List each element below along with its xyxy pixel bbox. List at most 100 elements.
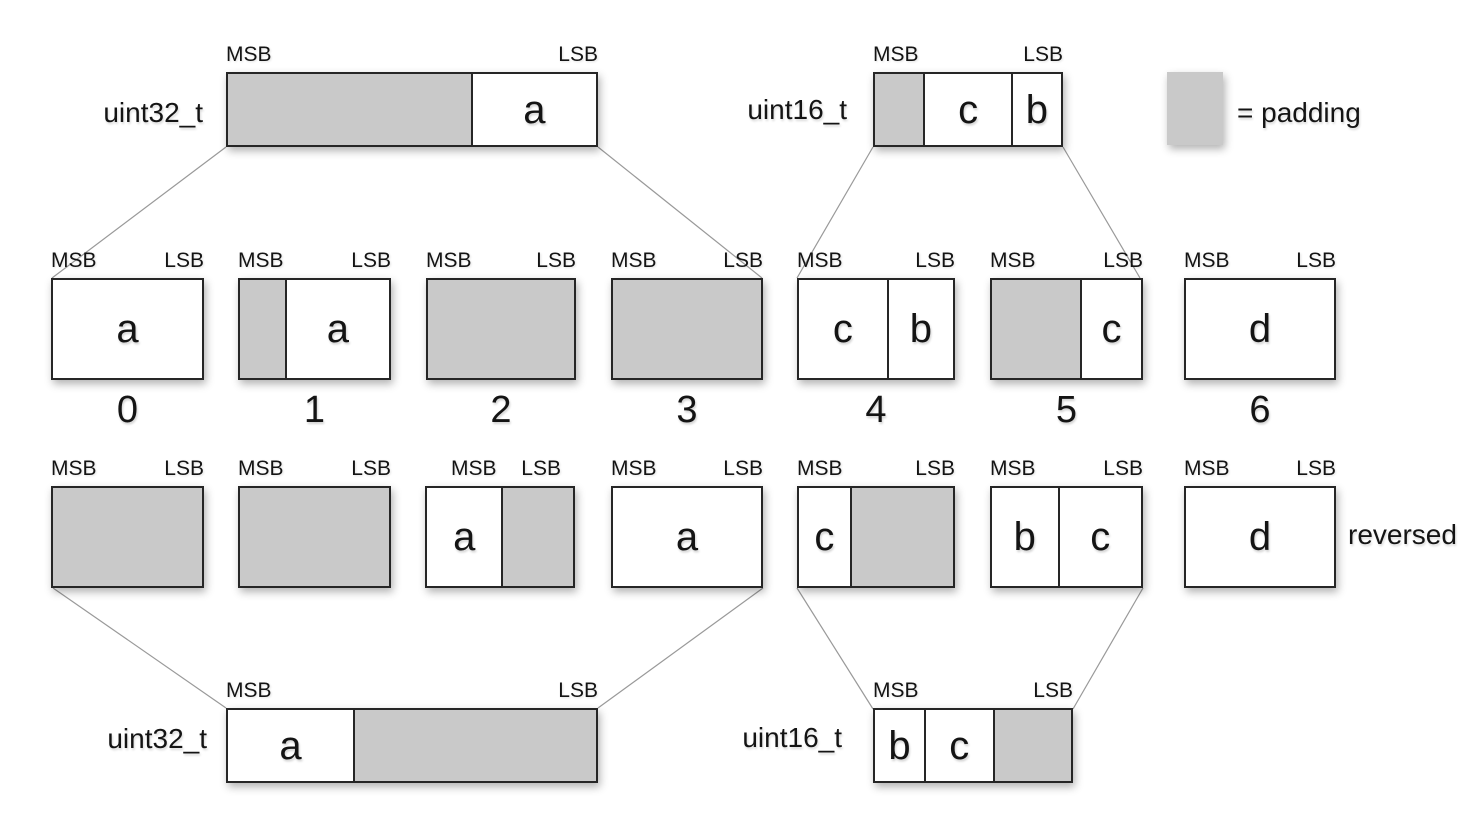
field-letter: b	[1013, 515, 1036, 559]
connector-line	[52, 587, 227, 709]
field-a-segment: a	[613, 488, 761, 586]
type-label-uint32-bottom: uint32_t	[107, 723, 207, 754]
bit-order-labels: MSB LSB	[426, 247, 576, 273]
byte-number: 2	[490, 389, 512, 431]
reversed-cell-5: MSB LSB b c	[990, 455, 1143, 588]
reversed-cell-6: MSB LSB d	[1184, 455, 1336, 588]
byte-number: 0	[116, 389, 139, 431]
byte-cell-0: MSB LSB a 0	[51, 247, 204, 430]
byte-cell-6: MSB LSB d 6	[1184, 247, 1336, 430]
byte-box: c	[990, 278, 1143, 380]
byte-box: a	[425, 486, 575, 588]
legend-label: = padding	[1237, 97, 1361, 128]
connector-line	[51, 146, 227, 279]
byte-cell-3: MSB LSB 3	[611, 247, 763, 430]
lsb-label: LSB	[164, 249, 204, 272]
bit-order-labels: MSB LSB	[873, 677, 1073, 703]
padding-segment	[992, 710, 1071, 781]
field-b-segment: b	[1010, 74, 1061, 145]
msb-label: MSB	[611, 457, 657, 480]
msb-label: MSB	[238, 457, 284, 480]
lsb-label: LSB	[1033, 679, 1073, 702]
bit-order-labels: MSB LSB	[51, 455, 204, 481]
bit-order-labels: MSB LSB	[238, 247, 391, 273]
lsb-label: LSB	[915, 457, 955, 480]
field-a-segment: a	[228, 710, 353, 781]
lsb-label: LSB	[723, 249, 763, 272]
field-c-segment: c	[1079, 280, 1141, 378]
msb-label: MSB	[990, 249, 1036, 272]
byte-box	[238, 486, 391, 588]
field-letter: c	[1090, 515, 1111, 559]
connector-line	[597, 146, 763, 279]
byte-box	[51, 486, 204, 588]
field-d-segment: d	[1186, 488, 1334, 586]
byte-box: a	[611, 486, 763, 588]
field-b-segment: b	[875, 710, 924, 781]
field-letter: d	[1248, 515, 1272, 559]
uint16-box-bottom: b c	[873, 708, 1073, 783]
struct-uint16-bottom: MSB LSB b c	[873, 677, 1073, 783]
msb-label: MSB	[873, 679, 919, 702]
lsb-label: LSB	[521, 457, 561, 480]
byte-box: d	[1184, 486, 1336, 588]
connector-line	[1072, 587, 1144, 710]
msb-label: MSB	[990, 457, 1036, 480]
byte-cell-2: MSB LSB 2	[426, 247, 576, 430]
field-b-segment: b	[992, 488, 1058, 586]
type-label-uint16-bottom: uint16_t	[742, 722, 842, 753]
msb-label: MSB	[797, 457, 843, 480]
field-c-segment: c	[924, 710, 993, 781]
field-a-segment: a	[284, 280, 389, 378]
field-letter: a	[116, 307, 139, 351]
byte-number: 4	[865, 389, 887, 431]
type-label-uint32-top: uint32_t	[103, 97, 203, 128]
lsb-label: LSB	[351, 457, 391, 480]
field-letter: c	[1101, 307, 1122, 351]
struct-uint32-top: MSB LSB a	[226, 41, 598, 147]
lsb-label: LSB	[723, 457, 763, 480]
lsb-label: LSB	[351, 249, 391, 272]
padding-segment	[501, 488, 573, 586]
msb-label: MSB	[51, 249, 97, 272]
padding-segment	[428, 280, 574, 378]
lsb-label: LSB	[1296, 249, 1336, 272]
field-letter: a	[453, 515, 476, 559]
field-a-segment: a	[470, 74, 596, 145]
field-letter: d	[1248, 307, 1272, 351]
field-letter: b	[888, 723, 911, 768]
field-c-segment: c	[1057, 488, 1141, 586]
bit-order-labels: MSB LSB	[990, 455, 1143, 481]
lsb-label: LSB	[558, 43, 598, 66]
bit-order-labels: MSB LSB	[797, 247, 955, 273]
struct-uint32-bottom: MSB LSB a	[226, 677, 598, 783]
padding-segment	[849, 488, 953, 586]
reversed-cell-4: MSB LSB c	[797, 455, 955, 588]
padding-segment	[992, 280, 1080, 378]
lsb-label: LSB	[164, 457, 204, 480]
connector-line	[597, 587, 764, 709]
padding-segment	[53, 488, 202, 586]
uint32-box-top: a	[226, 72, 598, 147]
lsb-label: LSB	[1103, 457, 1143, 480]
field-a-segment: a	[53, 280, 202, 378]
bit-order-labels: MSB LSB	[611, 247, 763, 273]
bit-order-labels: MSB LSB	[51, 247, 204, 273]
padding-swatch	[1167, 72, 1223, 145]
bit-order-labels: MSB LSB	[425, 455, 575, 481]
msb-label: MSB	[451, 457, 497, 480]
byte-box	[611, 278, 763, 380]
byte-number: 1	[303, 389, 326, 431]
byte-cell-5: MSB LSB c 5	[990, 247, 1143, 430]
padding-segment	[353, 710, 596, 781]
field-letter: b	[1025, 87, 1048, 132]
msb-label: MSB	[873, 43, 919, 66]
reversed-cell-3: MSB LSB a	[611, 455, 763, 588]
lsb-label: LSB	[1023, 43, 1063, 66]
field-letter: c	[832, 307, 853, 351]
connector-line	[796, 587, 874, 710]
byte-box: c b	[797, 278, 955, 380]
padding-segment	[240, 488, 389, 586]
byte-number: 3	[676, 389, 698, 431]
